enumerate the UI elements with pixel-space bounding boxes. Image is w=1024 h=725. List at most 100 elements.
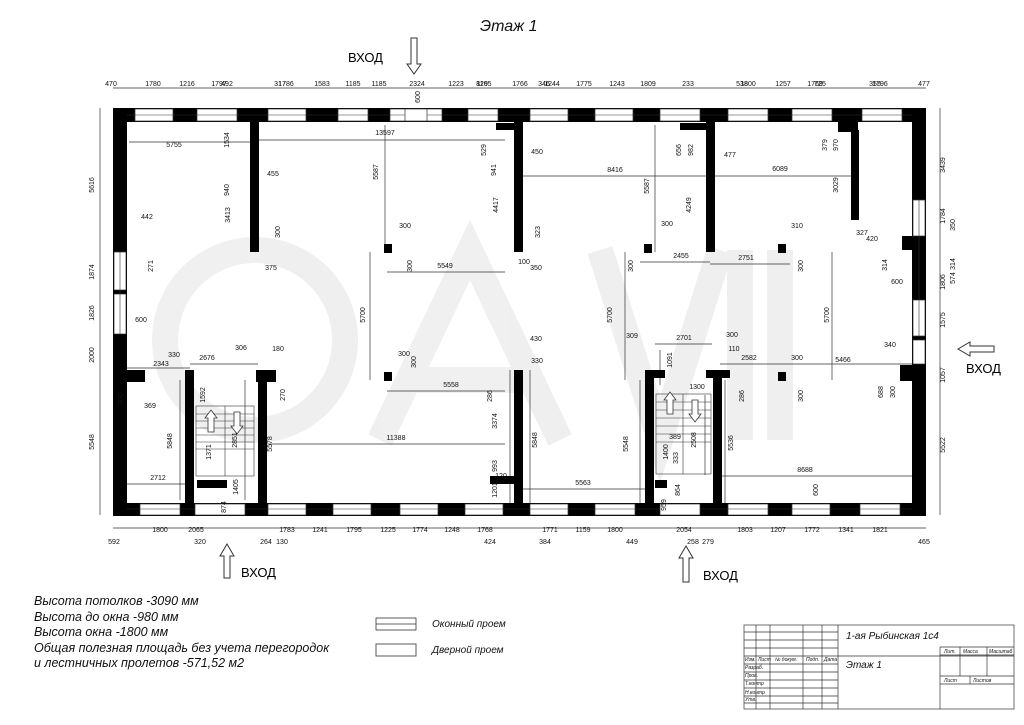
dimension-label: 258 bbox=[687, 539, 699, 546]
dimension-label: 5700 bbox=[607, 307, 614, 323]
stamp-tkontr: Т.контр bbox=[745, 681, 764, 687]
dimension-label: 477 bbox=[724, 152, 736, 159]
dimension-label: 5616 bbox=[89, 177, 96, 193]
dimension-label: 1300 bbox=[689, 384, 705, 391]
dimension-label: 369 bbox=[144, 403, 156, 410]
dimension-label: 3029 bbox=[833, 177, 840, 193]
dimension-label: 574 bbox=[950, 272, 957, 284]
dimension-label: 389 bbox=[669, 434, 681, 441]
dimension-label: 2054 bbox=[676, 527, 692, 534]
title-block bbox=[743, 624, 1015, 710]
note-window-height: Высота окна -1800 мм bbox=[34, 625, 169, 639]
dimension-label: 1583 bbox=[314, 81, 330, 88]
dimension-label: 327 bbox=[856, 230, 868, 237]
stamp-nkontr: Н.контр bbox=[745, 690, 765, 696]
dimension-label: 1400 bbox=[663, 444, 670, 460]
dimension-label: 1248 bbox=[444, 527, 460, 534]
note-ceiling-height: Высота потолков -3090 мм bbox=[34, 594, 199, 608]
stamp-doc: № докум. bbox=[775, 657, 797, 663]
dimension-label: 1796 bbox=[872, 81, 888, 88]
dimension-label: 982 bbox=[688, 144, 695, 156]
dimension-label: 1786 bbox=[278, 81, 294, 88]
dimension-label: 420 bbox=[866, 236, 878, 243]
dimension-label: 600 bbox=[891, 279, 903, 286]
dimension-label: 1821 bbox=[872, 527, 888, 534]
dimension-label: 384 bbox=[539, 539, 551, 546]
dimension-label: 379 bbox=[822, 139, 829, 151]
dimension-label: 1575 bbox=[940, 312, 947, 328]
dimension-label: 1241 bbox=[312, 527, 328, 534]
dimension-label: 1216 bbox=[179, 81, 195, 88]
dimension-label: 600 bbox=[813, 484, 820, 496]
dimension-label: 100 bbox=[518, 259, 530, 266]
stamp-sheets: Листов bbox=[972, 678, 992, 684]
dimension-label: 1057 bbox=[940, 367, 947, 383]
dimension-label: 5578 bbox=[267, 436, 274, 452]
dimension-label: 300 bbox=[661, 221, 673, 228]
dimension-label: 270 bbox=[280, 389, 287, 401]
dimension-label: 300 bbox=[890, 386, 897, 398]
dimension-label: 656 bbox=[676, 144, 683, 156]
dimension-label: 5548 bbox=[89, 434, 96, 450]
dimension-label: 5587 bbox=[644, 178, 651, 194]
dimension-label: 300 bbox=[411, 356, 418, 368]
dimension-label: 306 bbox=[235, 345, 247, 352]
dimension-label: 1159 bbox=[575, 527, 590, 534]
dimension-label: 309 bbox=[626, 333, 638, 340]
dimension-label: 1207 bbox=[770, 527, 786, 534]
legend-window-label: Оконный проем bbox=[432, 619, 506, 630]
stamp-lit: Лит. bbox=[943, 649, 956, 655]
dimension-label: 279 bbox=[702, 539, 714, 546]
dimension-label: 600 bbox=[135, 317, 147, 324]
dimension-label: 529 bbox=[481, 144, 488, 156]
dimension-label: 2455 bbox=[673, 253, 689, 260]
entrance-label-bottom-right: ВХОД bbox=[703, 568, 738, 583]
stair-arrow-icons bbox=[204, 391, 702, 435]
dimension-label: 300 bbox=[791, 355, 803, 362]
dimension-label: 346 bbox=[538, 81, 550, 88]
legend-door-label: Дверной проем bbox=[432, 645, 504, 656]
dimension-label: 300 bbox=[407, 260, 414, 272]
dimension-label: 340 bbox=[884, 342, 896, 349]
dimension-label: 2712 bbox=[150, 475, 166, 482]
dimension-label: 1800 bbox=[607, 527, 623, 534]
dimension-label: 300 bbox=[628, 260, 635, 272]
dimension-label: 1766 bbox=[512, 81, 528, 88]
dimension-label: 688 bbox=[878, 386, 885, 398]
entrance-label-bottom-left: ВХОД bbox=[241, 565, 276, 580]
dimension-label: 1769 bbox=[807, 81, 823, 88]
dimension-label: 1874 bbox=[89, 264, 96, 280]
dimension-label: 940 bbox=[224, 184, 231, 196]
stairs bbox=[195, 393, 712, 477]
legend-window-swatch bbox=[375, 617, 417, 631]
note-area-line2: и лестничных пролетов -571,52 м2 bbox=[34, 656, 245, 670]
dimension-label: 13597 bbox=[375, 130, 395, 137]
dimension-label: 592 bbox=[108, 539, 120, 546]
dimension-label: 5558 bbox=[443, 382, 459, 389]
dimension-label: 1768 bbox=[477, 527, 493, 534]
stamp-sign: Подп. bbox=[806, 657, 819, 663]
dimension-label: 442 bbox=[141, 214, 153, 221]
dimension-label: 5563 bbox=[575, 480, 591, 487]
dimension-label: 130 bbox=[276, 539, 288, 546]
dimension-label: 286 bbox=[487, 390, 494, 402]
dimension-label: 1341 bbox=[838, 527, 854, 534]
dimension-label: 993 bbox=[492, 460, 499, 472]
dimension-label: 5522 bbox=[940, 437, 947, 453]
dimension-label: 120 bbox=[495, 473, 507, 480]
dimension-label: 5848 bbox=[167, 433, 174, 449]
dimension-label: 2000 bbox=[89, 347, 96, 363]
dimension-label: 941 bbox=[491, 164, 498, 176]
dimension-label: 959 bbox=[661, 499, 668, 511]
dimension-label: 286 bbox=[739, 390, 746, 402]
dimension-label: 1809 bbox=[640, 81, 656, 88]
watermark-logo bbox=[152, 219, 793, 484]
dimension-label: 1371 bbox=[206, 444, 213, 460]
dimension-label: 110 bbox=[728, 346, 739, 353]
dimension-label: 600 bbox=[415, 91, 422, 103]
dimension-label: 424 bbox=[484, 539, 496, 546]
entrance-arrow-icons bbox=[219, 37, 995, 583]
dimension-label: 355 bbox=[869, 81, 881, 88]
dimension-label: 465 bbox=[918, 539, 930, 546]
